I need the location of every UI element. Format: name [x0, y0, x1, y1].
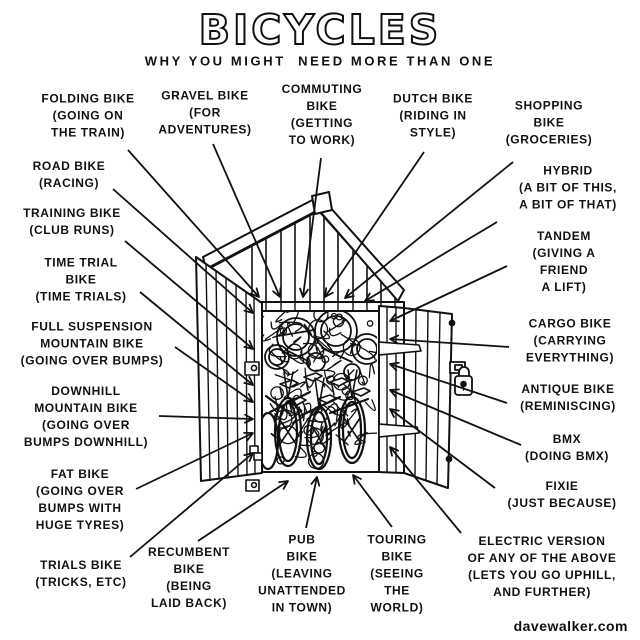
bike-label-dutch-bike: DUTCH BIKE (RIDING IN STYLE) [393, 91, 473, 140]
doorway [260, 310, 380, 473]
connector-training-bike [124, 240, 254, 350]
door-brace-lower [378, 423, 420, 438]
page-title: BICYCLES [198, 5, 442, 55]
connector-folding-bike [127, 149, 260, 298]
bike-label-folding-bike: FOLDING BIKE (GOING ON THE TRAIN) [41, 91, 135, 140]
page-subtitle: WHY YOU MIGHT NEED MORE THAN ONE [144, 53, 496, 69]
connector-lines [112, 143, 522, 558]
connector-pub-bike [305, 476, 321, 529]
connector-road-bike [112, 188, 254, 314]
bike-label-touring-bike: TOURING BIKE (SEEING THE WORLD) [367, 532, 427, 615]
right-door [378, 307, 456, 489]
connector-touring-bike [352, 474, 393, 528]
bike-label-recumbent-bike: RECUMBENT BIKE (BEING LAID BACK) [147, 545, 231, 610]
connector-gravel-bike [212, 143, 282, 298]
bike-label-tandem: TANDEM (GIVING A FRIEND A LIFT) [532, 229, 596, 294]
bike-wheels-bottom [263, 369, 367, 471]
connector-antique-bike [389, 361, 508, 404]
connector-downhill-mountain-bike [158, 413, 254, 424]
connector-bmx [389, 388, 522, 446]
hinge-brackets [244, 361, 263, 492]
connector-tandem [389, 265, 508, 323]
connector-hybrid [364, 221, 498, 302]
door-brace-upper [378, 341, 422, 356]
bike-label-gravel-bike: GRAVEL BIKE (FOR ADVENTURES) [158, 88, 252, 137]
bike-wheels-top [264, 312, 377, 381]
connector-commuting-bike [299, 157, 322, 298]
bike-label-fat-bike: FAT BIKE (GOING OVER BUMPS WITH HUGE TYR… [35, 467, 125, 532]
connector-time-trial-bike [139, 291, 254, 386]
shed-roof [202, 191, 405, 302]
padlock-icon [449, 361, 473, 396]
bike-label-fixie: FIXIE (JUST BECAUSE) [507, 479, 617, 510]
bike-label-antique-bike: ANTIQUE BIKE (REMINISCING) [520, 382, 616, 413]
bike-label-time-trial-bike: TIME TRIAL BIKE (TIME TRIALS) [35, 255, 127, 304]
connector-cargo-bike [389, 334, 510, 348]
bike-label-road-bike: ROAD BIKE (RACING) [32, 159, 106, 190]
connector-fixie [389, 408, 496, 489]
bike-label-electric-version: ELECTRIC VERSION OF ANY OF THE ABOVE (LE… [467, 534, 617, 599]
bike-label-downhill-mountain-bike: DOWNHILL MOUNTAIN BIKE (GOING OVER BUMPS… [23, 384, 149, 449]
bike-pile-illustration [263, 312, 377, 471]
bike-label-hybrid: HYBRID (A BIT OF THIS, A BIT OF THAT) [519, 163, 617, 212]
door-hinge-pin [445, 455, 453, 463]
connector-dutch-bike [324, 151, 425, 298]
bike-label-shopping-bike: SHOPPING BIKE (GROCERIES) [505, 98, 593, 147]
connector-full-suspension-mountain-bike [174, 346, 254, 403]
connector-electric-version [389, 446, 462, 534]
bike-label-cargo-bike: CARGO BIKE (CARRYING EVERYTHING) [525, 316, 615, 365]
connector-recumbent-bike [197, 480, 289, 542]
bike-label-full-suspension-mountain-bike: FULL SUSPENSION MOUNTAIN BIKE (GOING OVE… [20, 319, 164, 368]
connector-fat-bike [135, 431, 254, 490]
shed [195, 191, 473, 492]
bike-label-training-bike: TRAINING BIKE (CLUB RUNS) [23, 206, 121, 237]
connector-trials-bike [129, 452, 254, 558]
watermark: davewalker.com [513, 618, 628, 634]
bike-label-bmx: BMX (DOING BMX) [525, 432, 609, 463]
connector-shopping-bike [344, 161, 514, 299]
bike-label-trials-bike: TRIALS BIKE (TRICKS, ETC) [35, 558, 127, 589]
bike-label-commuting-bike: COMMUTING BIKE (GETTING TO WORK) [281, 82, 363, 147]
door-hinge-pin [448, 319, 456, 327]
bike-label-pub-bike: PUB BIKE (LEAVING UNATTENDED IN TOWN) [258, 532, 346, 615]
